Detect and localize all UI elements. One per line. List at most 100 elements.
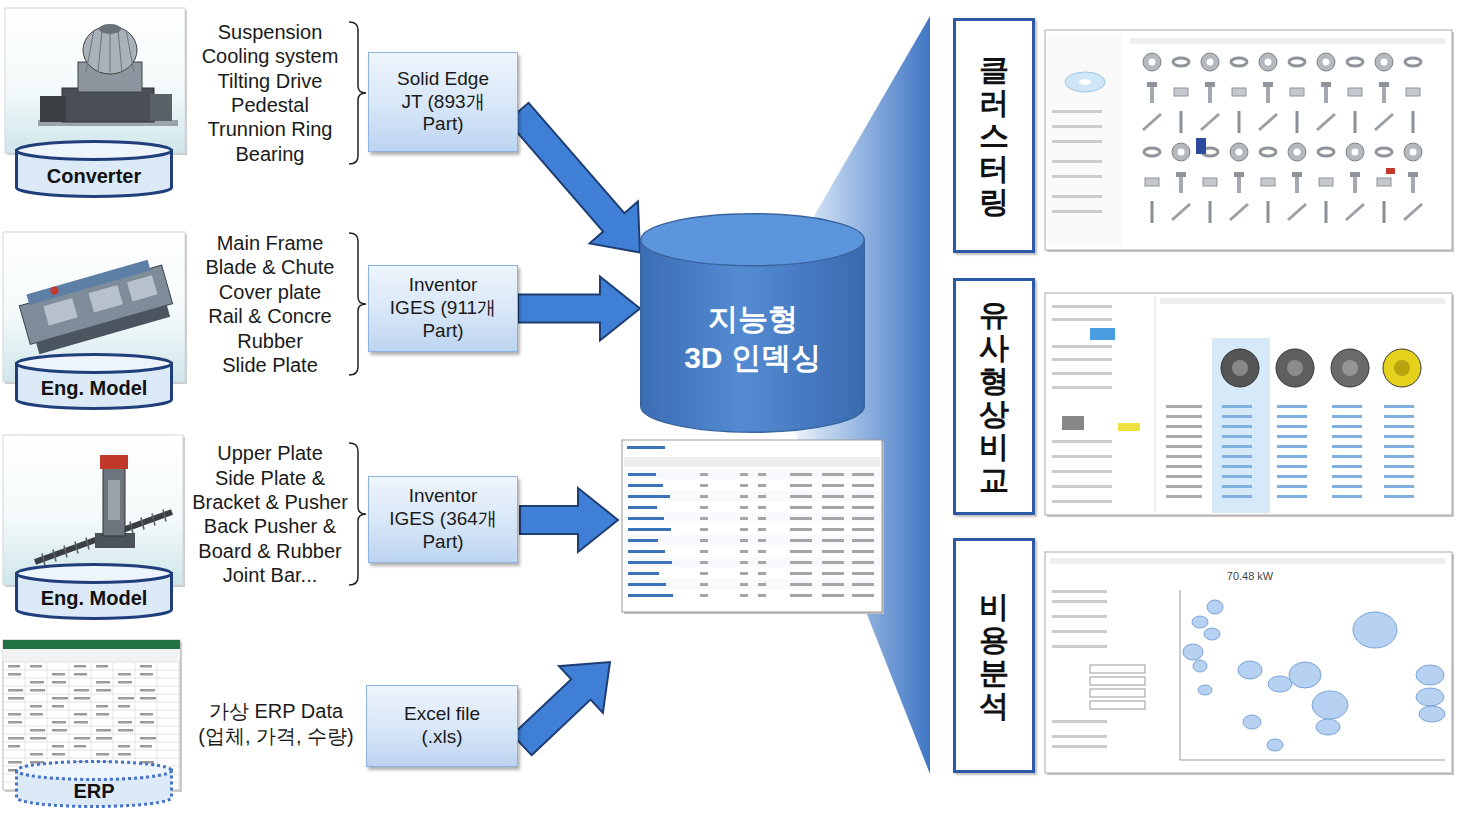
cell-mark [8, 673, 21, 676]
cell-mark [758, 583, 766, 586]
pin-icon [1209, 201, 1212, 223]
cost-screenshot [1050, 558, 1445, 760]
bolt-head [1263, 82, 1273, 87]
cell-mark [758, 572, 766, 575]
part-hole [1287, 360, 1303, 376]
header-mark [627, 446, 665, 449]
window [622, 440, 882, 612]
cell-mark [758, 495, 766, 498]
form-field [1090, 665, 1145, 673]
detail [50, 286, 60, 296]
value-readout: 70.48 kW [1227, 570, 1273, 583]
rod-icon [1143, 114, 1161, 130]
cylinder-top [641, 214, 865, 266]
pin-icon [1151, 201, 1154, 223]
rail-tick [42, 554, 45, 566]
format-box: Excel file (.xls) [366, 685, 518, 767]
cell-mark [822, 473, 844, 476]
erp-database: ERP [15, 760, 173, 808]
cell-mark [822, 495, 844, 498]
cell-mark [758, 550, 766, 553]
highlight-column [1212, 338, 1270, 513]
row-band [624, 491, 880, 501]
row-label-mark [1166, 415, 1202, 418]
plate-icon [1203, 178, 1217, 186]
cell-mark [1332, 435, 1362, 438]
part-hole [1342, 360, 1358, 376]
nut-icon [1346, 143, 1364, 161]
grid-line [3, 678, 180, 679]
cell-mark [1277, 435, 1307, 438]
cell-mark [96, 729, 111, 732]
sidebar-line [1052, 500, 1112, 503]
cell-mark [700, 517, 708, 520]
cell-mark [118, 745, 130, 748]
bubble [1238, 661, 1262, 679]
cell-mark [852, 473, 874, 476]
grid-line [3, 662, 180, 663]
block-arrow [518, 276, 640, 340]
form-field [1090, 689, 1145, 697]
upper-plate [100, 455, 128, 469]
cell-mark [52, 697, 68, 700]
cell-mark [700, 550, 708, 553]
washer-icon [1405, 58, 1421, 66]
sidebar [1047, 33, 1122, 247]
nut-hole [1352, 149, 1359, 156]
cell-mark [758, 473, 766, 476]
node-label: 지능형 3D 인덱싱 [678, 299, 828, 377]
header-row [624, 457, 880, 467]
cell-mark [852, 572, 874, 575]
sidebar-line [1052, 305, 1112, 308]
sidebar-line [1052, 440, 1112, 443]
bubble [1204, 628, 1220, 640]
cell-mark [852, 550, 874, 553]
link-mark [628, 583, 666, 586]
color-swatch [1118, 423, 1140, 431]
part-name: Main Frame [217, 232, 324, 255]
cell-mark [758, 484, 766, 487]
cell-mark [790, 517, 812, 520]
title-bar [3, 640, 180, 649]
nut-icon [1201, 53, 1219, 71]
nut-hole [1410, 149, 1417, 156]
vessel-mouth [99, 24, 121, 34]
cell-mark [790, 583, 812, 586]
bolt-head [1379, 82, 1389, 87]
cylinder-top [17, 762, 172, 780]
cell-mark [140, 665, 152, 668]
cell-mark [700, 561, 708, 564]
link-mark [628, 572, 659, 575]
cell-mark [1332, 485, 1362, 488]
nut-hole [1265, 59, 1272, 66]
rail-tick [152, 514, 155, 526]
row-label-mark [1166, 445, 1202, 448]
sidebar-line [1052, 615, 1107, 618]
screenshot-window [1045, 293, 1452, 515]
cell-mark [52, 745, 64, 748]
sidebar-line [1052, 195, 1102, 198]
cell-mark [1222, 485, 1252, 488]
part-icon [1383, 349, 1421, 387]
bolt-head [1205, 82, 1215, 87]
part-name: Trunnion Ring [208, 118, 333, 141]
cell-mark [30, 681, 44, 684]
part-icon [1331, 349, 1369, 387]
cell-mark [852, 561, 874, 564]
blue-part [1196, 138, 1206, 154]
sidebar-line [1052, 600, 1107, 603]
cell-mark [758, 506, 766, 509]
part-hole [1232, 360, 1248, 376]
cell-mark [74, 737, 90, 740]
link-mark [628, 528, 671, 531]
bolt-head [1350, 172, 1360, 177]
pusher-illustration [35, 455, 172, 566]
bracket [349, 443, 366, 585]
separator [1155, 296, 1156, 512]
cell-mark [1384, 495, 1414, 498]
cell-mark [8, 721, 22, 724]
cell-mark [74, 689, 89, 692]
cell-mark [758, 561, 766, 564]
pedestal [62, 88, 154, 122]
pin-icon [1238, 111, 1241, 133]
